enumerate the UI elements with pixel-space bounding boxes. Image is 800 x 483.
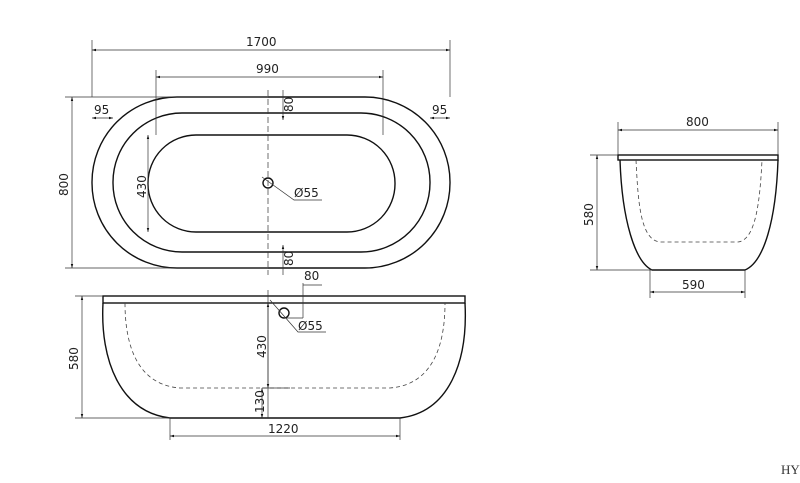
side-dim-1220: 1220 <box>268 422 299 436</box>
end-body <box>619 159 779 271</box>
side-dim-80: 80 <box>304 269 319 283</box>
dim-800: 800 <box>57 173 71 196</box>
model-code: HY9 <box>781 462 800 477</box>
end-rim <box>617 154 779 161</box>
dim-95-left: 95 <box>94 103 109 117</box>
side-dim-drain-55: Ø55 <box>298 319 323 333</box>
side-dim-580: 580 <box>67 347 81 370</box>
end-dim-580: 580 <box>582 203 596 226</box>
side-body <box>102 302 467 419</box>
top-view: 1700 990 80 80 95 95 800 430 Ø55 <box>57 35 451 275</box>
outer-rim <box>91 96 451 269</box>
dim-1700: 1700 <box>246 35 277 49</box>
drain-icon <box>262 177 274 189</box>
dim-95-right: 95 <box>432 103 447 117</box>
side-view: Ø55 80 430 130 580 1220 <box>67 269 467 440</box>
end-view: 800 580 590 <box>582 115 779 298</box>
dim-80-top: 80 <box>282 97 296 112</box>
side-rim <box>102 295 466 304</box>
dim-80-bottom: 80 <box>282 251 296 266</box>
dim-430: 430 <box>135 175 149 198</box>
end-dim-800: 800 <box>686 115 709 129</box>
side-dim-430: 430 <box>255 335 269 358</box>
side-dim-130: 130 <box>253 390 267 413</box>
middle-rim <box>112 112 431 253</box>
dim-990: 990 <box>256 62 279 76</box>
dim-drain-55: Ø55 <box>294 186 319 200</box>
end-dim-590: 590 <box>682 278 705 292</box>
